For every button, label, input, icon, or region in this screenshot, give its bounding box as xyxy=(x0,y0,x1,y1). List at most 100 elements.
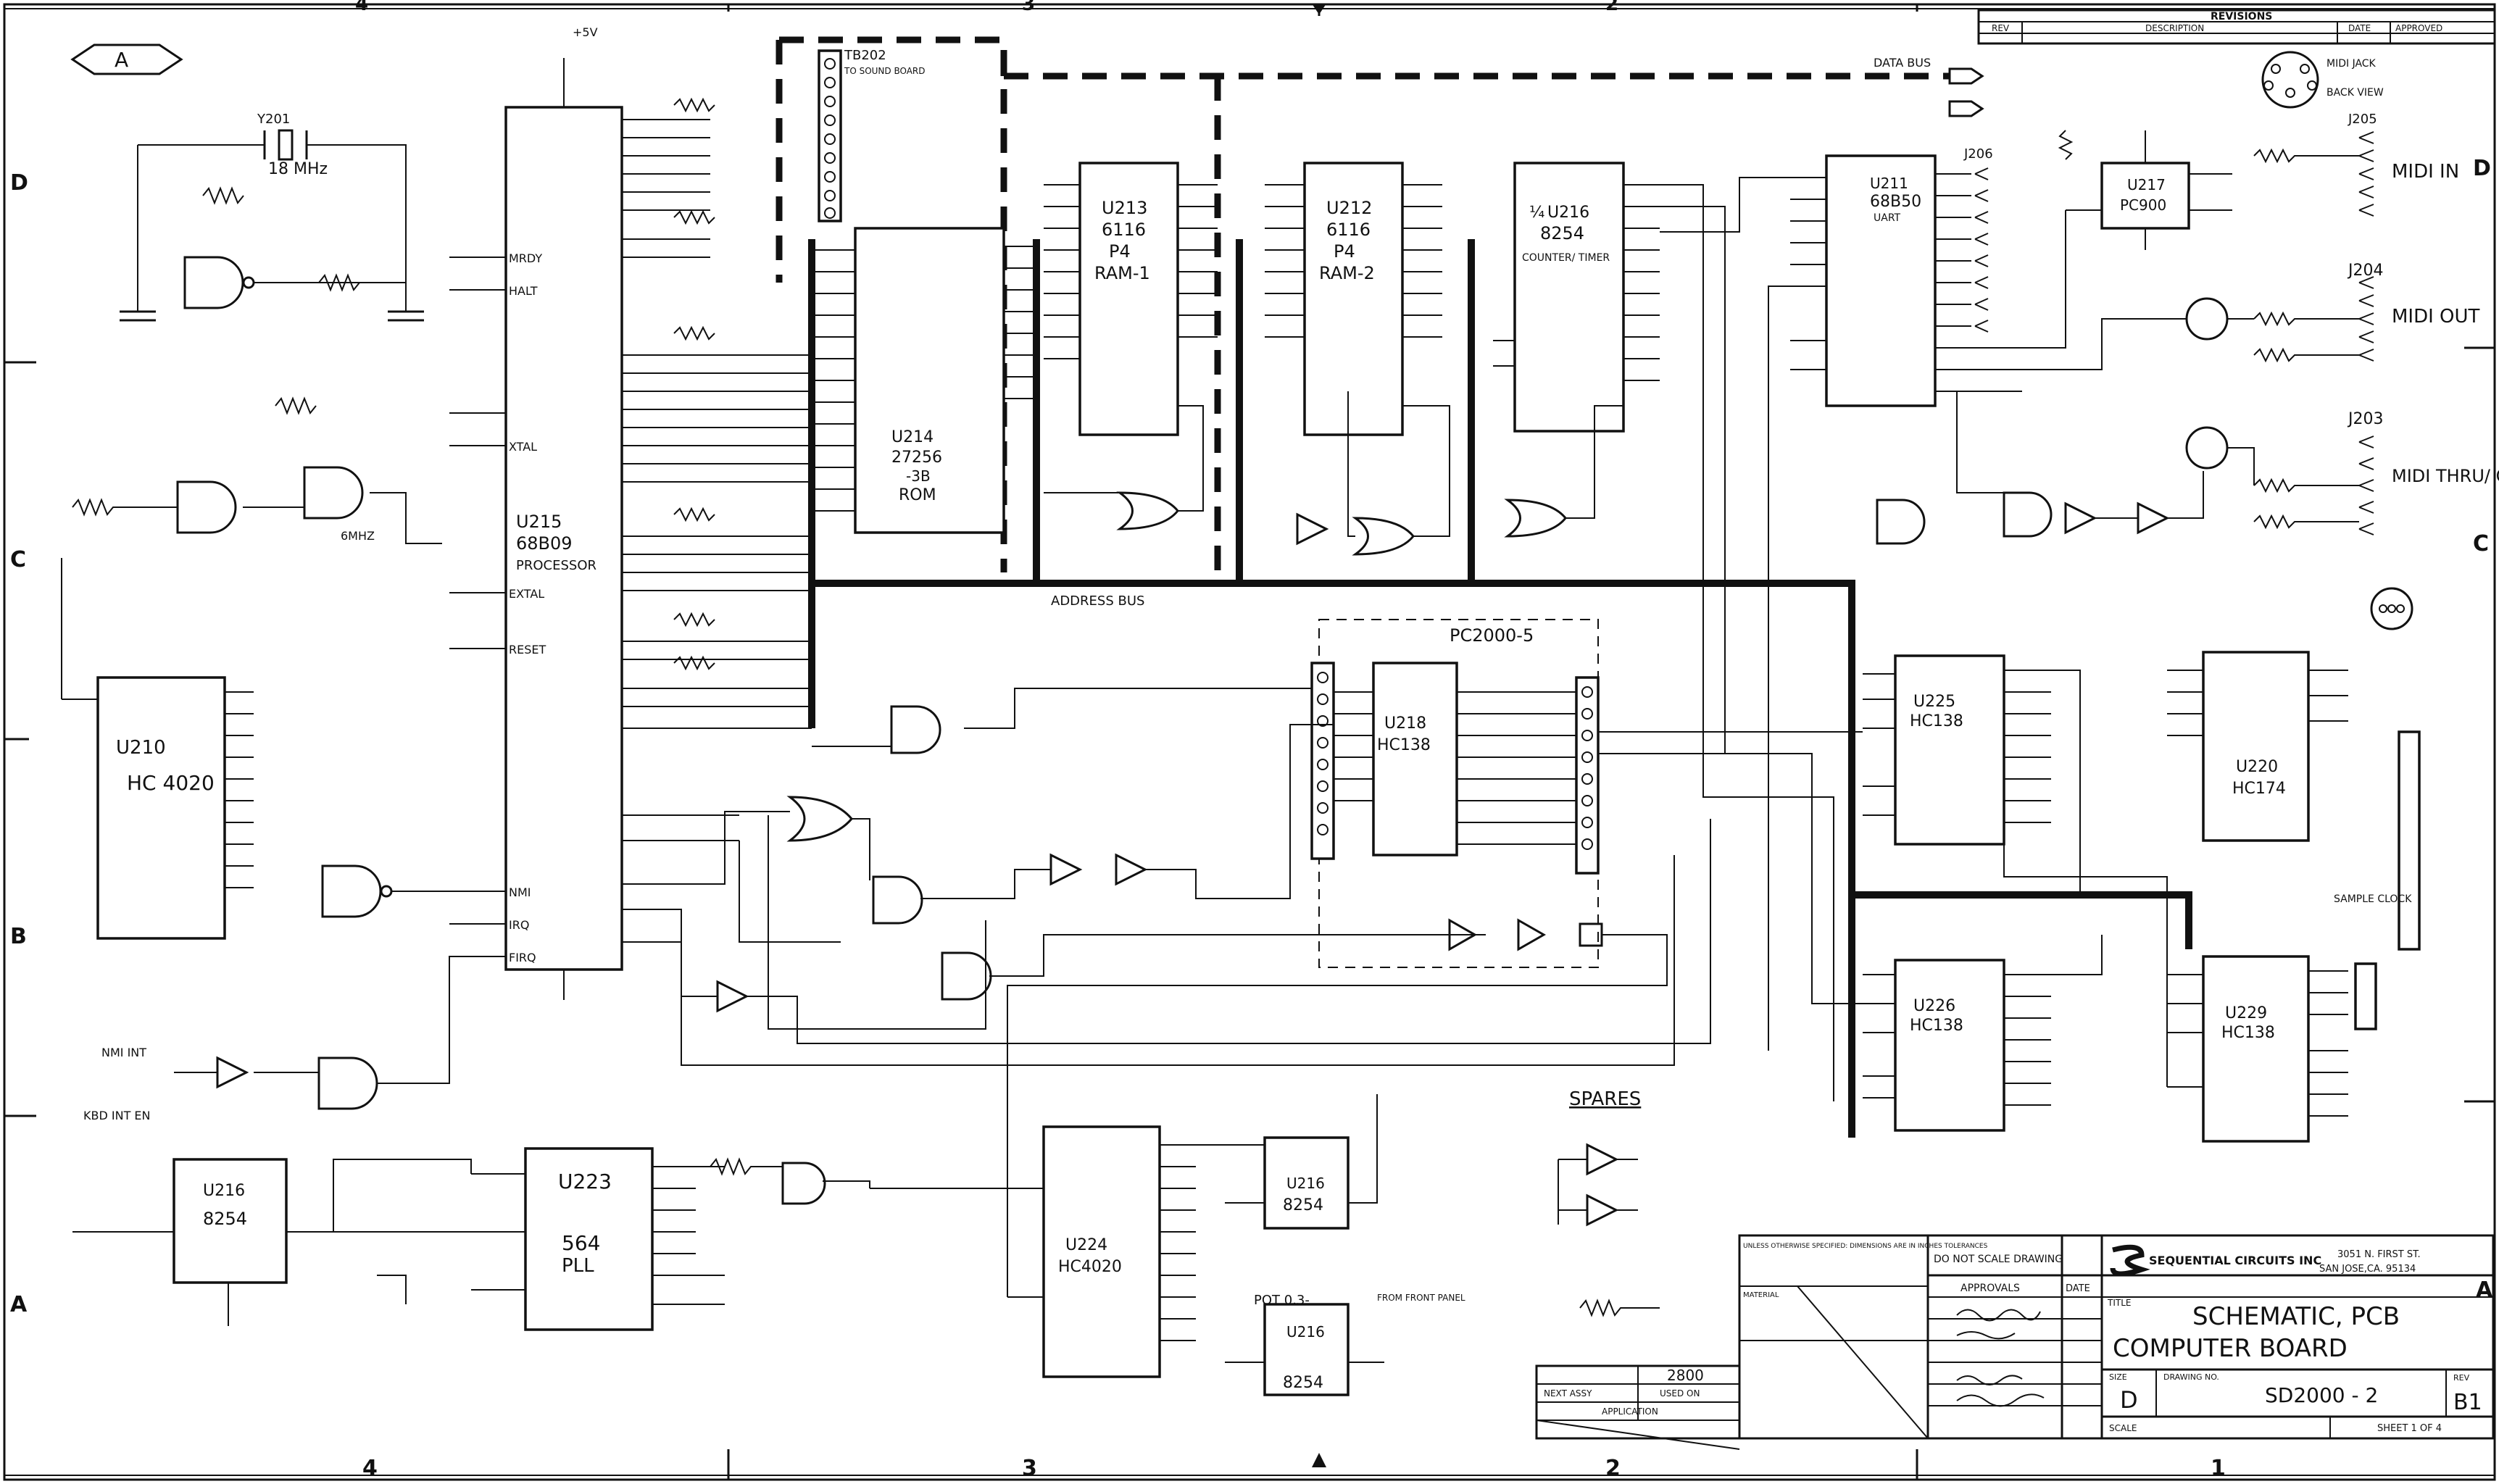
clock-6mhz-label: 6MHZ xyxy=(341,529,375,543)
tb-rev: B1 xyxy=(2453,1390,2482,1415)
tb-size-label: SIZE xyxy=(2109,1372,2127,1382)
back-view-label: BACK VIEW xyxy=(2327,87,2384,99)
ram1-part: 6116 xyxy=(1102,220,1146,240)
j206-connector xyxy=(1974,167,1989,333)
j205-label: J205 xyxy=(2348,112,2377,127)
tb-title-line1: SCHEMATIC, PCB xyxy=(2192,1302,2400,1331)
tb-title-label: TITLE xyxy=(2107,1298,2131,1308)
pot-label: POT 0.3- xyxy=(1254,1293,1310,1308)
revisions-header: REVISIONS xyxy=(2211,11,2272,22)
midi-thru-label: MIDI THRU/ OUT2 xyxy=(2392,466,2499,486)
cpu-u215 xyxy=(449,58,812,1000)
latch-part: HC174 xyxy=(2232,780,2286,798)
timer-desc: COUNTER/ TIMER xyxy=(1522,252,1610,264)
zone-label-bottom-3: 3 xyxy=(1022,1456,1037,1481)
tb-date: DATE xyxy=(2066,1283,2090,1294)
zone-label-right-c: C xyxy=(2473,531,2489,556)
tb-company: SEQUENTIAL CIRCUITS INC xyxy=(2149,1254,2321,1267)
midi-jack-pins xyxy=(2263,64,2317,98)
opto-ref: U217 xyxy=(2127,176,2166,193)
timer4-u216 xyxy=(1225,1303,1384,1396)
transistor-q202 xyxy=(2185,297,2229,341)
rom-u214 xyxy=(815,227,1036,534)
midi-jack-icon xyxy=(2261,51,2319,109)
nmi-int-label: NMI INT xyxy=(101,1046,146,1059)
from-front-label: FROM FRONT PANEL xyxy=(1377,1293,1465,1303)
bus-off-sheet-b-top xyxy=(1948,67,1984,85)
zone-label-bottom-2: 2 xyxy=(1605,1456,1621,1481)
tb-used-on: USED ON xyxy=(1660,1388,1700,1398)
ram1-speed: P4 xyxy=(1109,241,1131,262)
ram1-desc: RAM-1 xyxy=(1094,263,1150,283)
tb-address2: SAN JOSE,CA. 95134 xyxy=(2319,1264,2416,1275)
ram1-ref: U213 xyxy=(1102,198,1147,218)
cpu-desc: PROCESSOR xyxy=(516,558,596,573)
timer2-ref: U216 xyxy=(203,1182,245,1200)
counter-part: HC 4020 xyxy=(127,771,215,795)
j204-label: J204 xyxy=(2347,262,2383,280)
zone-label-left-c: C xyxy=(10,547,26,572)
sheet-tag-label: A xyxy=(115,48,128,72)
pll-desc: PLL xyxy=(562,1255,594,1277)
timer-part: 8254 xyxy=(1540,223,1584,243)
cpu-firq-pin: FIRQ xyxy=(509,951,536,964)
counter-u210 xyxy=(61,558,254,940)
zone-label-top-2: 2 xyxy=(1605,0,1618,15)
sample-clock-label: SAMPLE CLOCK xyxy=(2334,893,2412,905)
timer4-ref: U216 xyxy=(1286,1323,1325,1341)
tb-rev-label: REV xyxy=(2453,1373,2470,1383)
ram-u213 xyxy=(1044,162,1218,436)
zone-label-left-d: D xyxy=(10,170,28,196)
acia-ref: U211 xyxy=(1870,175,1908,192)
tb-notes: UNLESS OTHERWISE SPECIFIED: DIMENSIONS A… xyxy=(1743,1243,1988,1250)
cpu-vcc: +5V xyxy=(573,25,598,39)
ctr2-part: HC4020 xyxy=(1058,1258,1122,1276)
cpu-part: 68B09 xyxy=(516,533,573,554)
sheet-tag xyxy=(70,43,183,75)
data-bus-label: DATA BUS xyxy=(1874,56,1931,70)
ram2-speed: P4 xyxy=(1334,241,1355,262)
pc2000-module xyxy=(1310,619,1603,968)
dec4-ref: U229 xyxy=(2225,1004,2267,1022)
midi-jack-label: MIDI JACK xyxy=(2327,58,2377,70)
zone-label-top-3: 3 xyxy=(1022,0,1035,15)
dec2-part: HC138 xyxy=(1910,712,1963,730)
tb-scale-label: SCALE xyxy=(2109,1423,2137,1433)
acia-part: 68B50 xyxy=(1870,193,1921,211)
latch-ref: U220 xyxy=(2236,758,2278,776)
timer-u216 xyxy=(1493,162,1660,433)
spares-label: SPARES xyxy=(1569,1088,1641,1110)
resistor-packs xyxy=(673,97,715,671)
revisions-col-desc: DESCRIPTION xyxy=(2145,23,2204,33)
zone-label-right-d: D xyxy=(2473,156,2491,181)
rom-desc: ROM xyxy=(899,486,936,504)
ctr2-ref: U224 xyxy=(1065,1236,1107,1254)
title-block-frame xyxy=(1535,1234,2495,1450)
xtal-ref: Y201 xyxy=(257,112,290,127)
pll-part: 564 xyxy=(562,1231,600,1255)
tb-material: MATERIAL xyxy=(1743,1291,1779,1299)
revisions-block xyxy=(1977,9,2496,45)
spare-inverters xyxy=(1558,1143,1660,1317)
pll-ref: U223 xyxy=(558,1170,612,1193)
tb202-label: TB202 xyxy=(844,48,886,63)
revisions-col-approved: APPROVED xyxy=(2395,23,2442,33)
tb-title-line2: COMPUTER BOARD xyxy=(2113,1334,2348,1363)
cpu-irq-pin: IRQ xyxy=(509,918,529,932)
ram2-ref: U212 xyxy=(1326,198,1372,218)
opto-part: PC900 xyxy=(2120,196,2166,214)
bus-lines xyxy=(776,36,2192,1138)
sheet-border xyxy=(3,3,2496,1481)
latch-u220 xyxy=(2167,651,2421,951)
timer4-part: 8254 xyxy=(1283,1374,1323,1392)
revisions-col-rev: REV xyxy=(1992,23,2010,33)
tb-sheet: SHEET 1 OF 4 xyxy=(2377,1423,2442,1434)
timer-ref: U216 xyxy=(1547,204,1589,222)
company-logo-icon xyxy=(2110,1244,2150,1277)
tb-do-not-scale: DO NOT SCALE DRAWING xyxy=(1934,1254,2063,1265)
kbd-int-label: KBD INT EN xyxy=(83,1109,151,1122)
cpu-xtal-pin: XTAL xyxy=(509,440,537,454)
decoder-u225 xyxy=(1863,654,2051,846)
tb-assy-no: 2800 xyxy=(1667,1367,1704,1384)
